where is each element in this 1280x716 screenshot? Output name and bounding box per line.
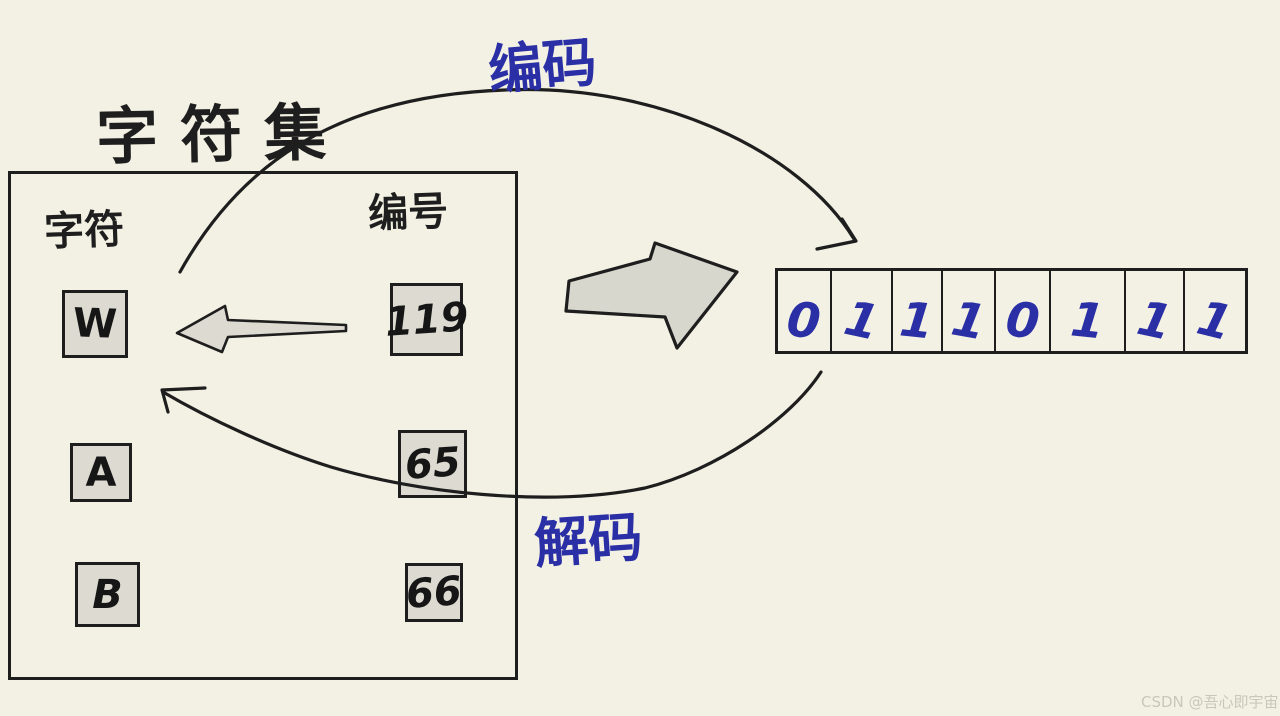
bit-cell: 1 [1126,271,1185,352]
bit-digit: 0 [1002,291,1043,351]
encode-arrowhead-icon [815,217,858,251]
binary-bit-strip: 0 1 1 1 0 1 1 1 [775,268,1248,354]
code-cell-66-label: 66 [404,567,464,618]
code-cell-119-label: 119 [383,293,470,346]
bit-cell: 1 [893,271,943,351]
bit-cell: 0 [996,271,1051,351]
bit-cell: 1 [832,271,893,352]
bit-cell: 1 [1051,271,1126,351]
bit-cell: 0 [778,271,832,351]
decode-label: 解码 [532,505,645,576]
bit-digit: 1 [947,290,990,352]
right-block-arrow-icon [564,241,739,350]
watermark: CSDN @吾心即宇宙 [1141,693,1279,711]
bit-digit: 1 [897,291,937,351]
bit-digit: 1 [1132,290,1177,352]
code-column-header: 编号 [367,188,449,238]
bit-cell: 1 [943,271,996,351]
bit-cell: 1 [1185,271,1245,353]
code-cell-119: 119 [383,283,470,356]
code-cell-65-label: 65 [403,439,462,489]
page-title: 字符集 [95,95,349,174]
bit-digit: 1 [1067,291,1108,351]
bit-digit: 1 [839,290,884,352]
code-cell-65: 65 [398,430,467,498]
bit-digit: 1 [1192,289,1238,353]
bit-digit: 0 [784,291,824,351]
char-cell-w-label: W [72,300,118,348]
char-column-header: 字符 [43,206,125,256]
char-cell-a: A [70,443,132,502]
char-cell-b-label: B [92,571,123,618]
char-cell-b: B [75,562,140,627]
code-cell-66: 66 [405,563,463,622]
encode-label: 编码 [485,30,599,103]
char-cell-w: W [62,290,128,358]
char-cell-a-label: A [85,449,117,496]
